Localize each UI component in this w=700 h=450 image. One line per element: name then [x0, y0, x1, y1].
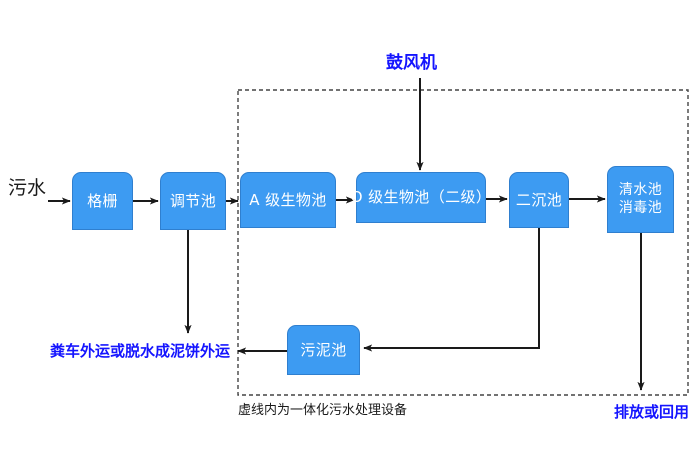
node-secondary-clarifier-label: 二沉池: [515, 190, 563, 209]
integrated-equipment-enclosure: [237, 89, 689, 396]
node-clearwater-tank-label: 清水池: [618, 182, 663, 199]
node-disinfection-tank-label: 消毒池: [618, 199, 663, 216]
node-equalization-tank[interactable]: 调节池: [160, 172, 226, 230]
node-clearwater-disinfection-tank[interactable]: 清水池 消毒池: [607, 166, 674, 233]
node-a-stage-bioreactor[interactable]: A 级生物池: [240, 172, 336, 228]
label-enclosure-note: 虚线内为一体化污水处理设备: [238, 403, 408, 418]
node-o-stage-bioreactor[interactable]: O 级生物池（二级）: [351, 172, 491, 223]
label-discharge-or-reuse: 排放或回用: [614, 403, 690, 421]
node-sludge-pool-label: 污泥池: [300, 340, 347, 359]
node-grating[interactable]: 格栅: [72, 172, 133, 230]
node-secondary-clarifier[interactable]: 二沉池: [509, 172, 569, 228]
label-influent: 污水: [8, 177, 47, 199]
node-a-stage-bioreactor-label: A 级生物池: [249, 190, 327, 209]
label-sludge-disposal: 粪车外运或脱水成泥饼外运: [50, 342, 231, 360]
label-blower: 鼓风机: [386, 53, 437, 73]
node-o-stage-bioreactor-label: O 级生物池（二级）: [350, 188, 492, 207]
node-sludge-pool[interactable]: 污泥池: [287, 325, 360, 375]
node-equalization-tank-label: 调节池: [169, 191, 217, 210]
connector-secondary-to-sludge-pool: [363, 228, 540, 352]
node-grating-label: 格栅: [87, 191, 118, 210]
